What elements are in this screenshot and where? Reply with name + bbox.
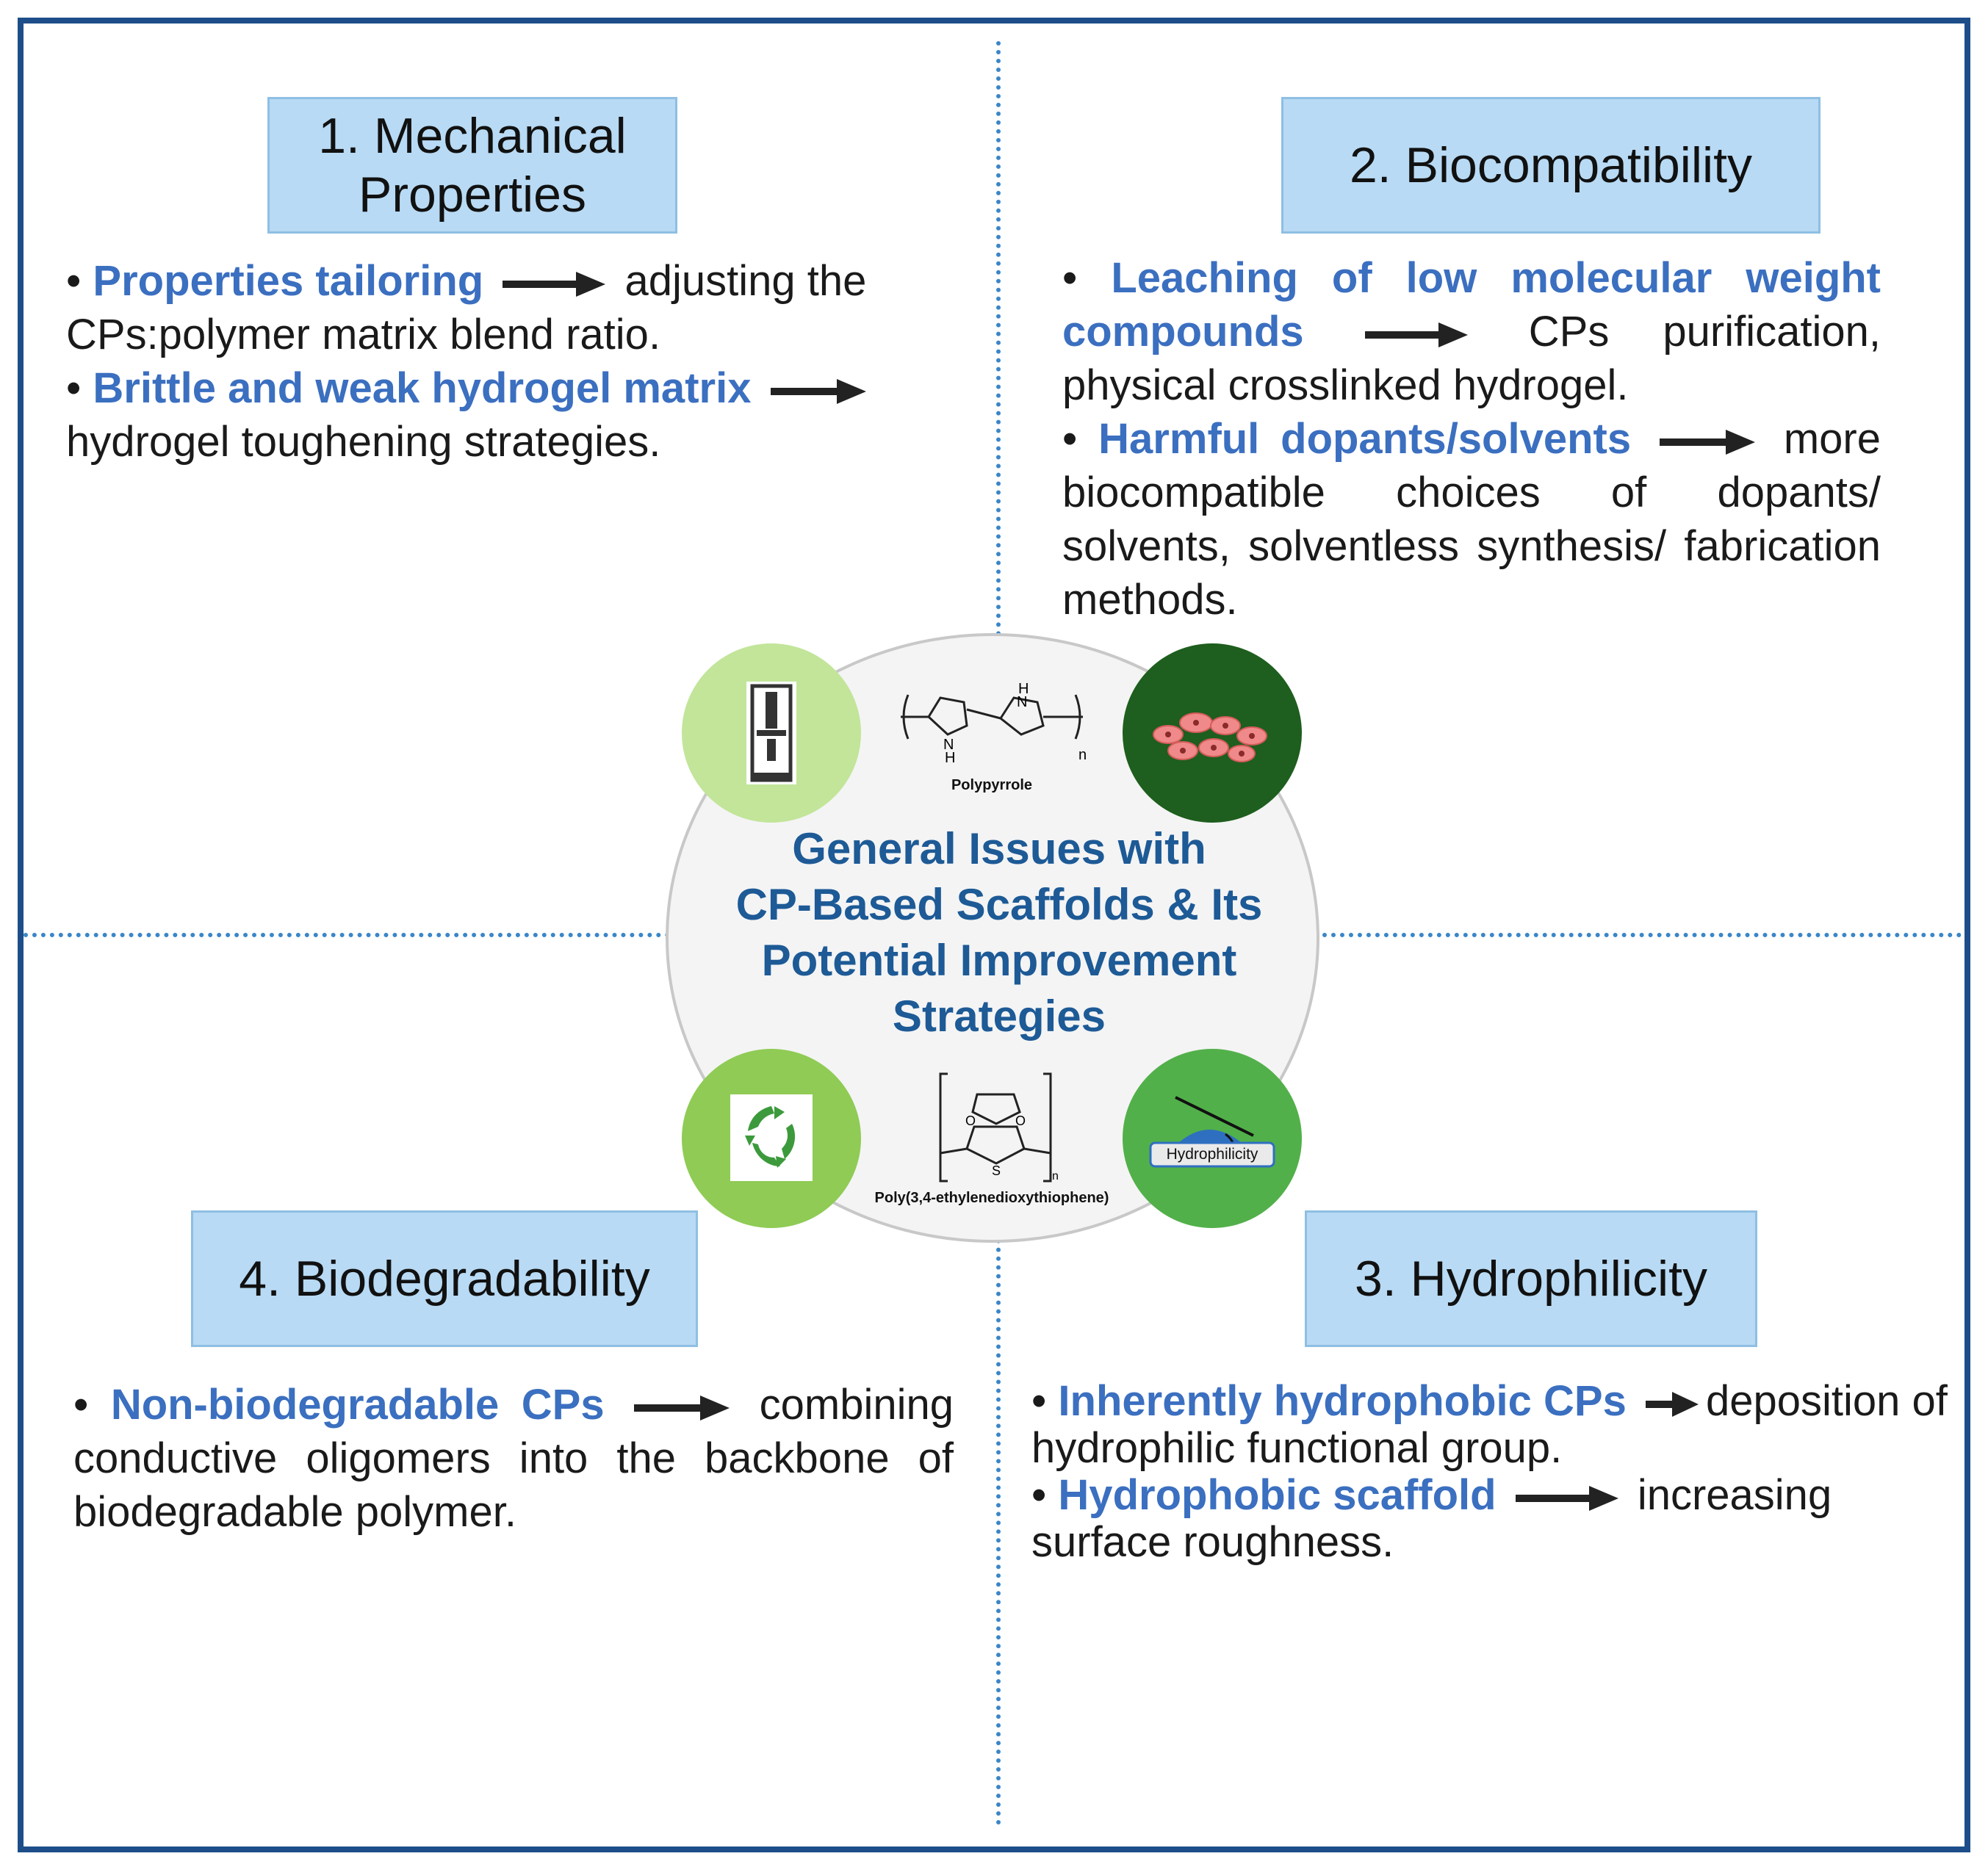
svg-text:O: O — [1015, 1113, 1026, 1128]
q1-text: • Properties tailoring adjusting the CPs… — [66, 254, 918, 469]
mechanical-badge — [682, 643, 861, 823]
horizontal-divider-left — [24, 933, 670, 937]
q4-issue-1: Non-biodegradable CPs — [110, 1381, 605, 1429]
q2-text: • Leaching of low molecular weight compo… — [1062, 251, 1881, 627]
right-arrow-icon — [1364, 322, 1468, 347]
q1-title-line1: 1. Mechanical — [318, 108, 627, 164]
svg-text:n: n — [1078, 747, 1087, 763]
q2-solution-2: more biocompatible choices of dopants/ s… — [1062, 415, 1881, 624]
biocompatibility-badge — [1123, 643, 1302, 823]
tensile-tester-icon — [746, 682, 796, 784]
q3-solution-2: increasing surface roughness. — [1031, 1471, 1832, 1566]
q3-solution-1: deposition of hydrophilic functional gro… — [1031, 1377, 1948, 1472]
polypyrrole-label: Polypyrrole — [951, 777, 1033, 793]
contact-angle-icon — [1149, 1096, 1275, 1168]
svg-text:S: S — [992, 1163, 1001, 1178]
right-arrow-icon — [770, 378, 866, 404]
q1-issue-2: Brittle and weak hydrogel matrix — [93, 364, 752, 412]
q1-item-1: • Properties tailoring adjusting the CPs… — [66, 257, 867, 358]
svg-text:n: n — [1052, 1170, 1058, 1183]
q2-title-box: 2. Biocompatibility — [1281, 97, 1820, 234]
right-arrow-icon — [1645, 1391, 1699, 1417]
q1-item-2: • Brittle and weak hydrogel matrix hydro… — [66, 361, 918, 469]
q4-text: • Non-biodegradable CPs combining conduc… — [73, 1378, 954, 1539]
q3-item-1: • Inherently hydrophobic CPs deposition … — [1031, 1377, 1948, 1472]
svg-text:H: H — [1018, 681, 1029, 697]
right-arrow-icon — [1515, 1485, 1618, 1511]
svg-text:N: N — [943, 737, 954, 753]
polypyrrole-structure: N H H N n — [896, 680, 1087, 772]
q3-text: • Inherently hydrophobic CPs deposition … — [1031, 1378, 1950, 1566]
right-arrow-icon — [503, 271, 606, 297]
q3-title: 3. Hydrophilicity — [1355, 1251, 1707, 1307]
recycle-leaves-icon — [730, 1094, 813, 1181]
central-title: General Issues with CP-Based Scaffolds &… — [691, 821, 1308, 1044]
q3-issue-2: Hydrophobic scaffold — [1058, 1471, 1497, 1519]
right-arrow-icon — [634, 1395, 730, 1420]
central-title-line-4: Strategies — [892, 992, 1106, 1041]
q1-title-box: 1. Mechanical Properties — [267, 97, 677, 234]
right-arrow-icon — [1659, 429, 1755, 455]
q2-issue-1: Leaching of low molecular weight compoun… — [1062, 254, 1881, 355]
pedot-icon: O O S n — [939, 1072, 1059, 1183]
q4-title-box: 4. Biodegradability — [191, 1210, 698, 1347]
biodegradability-badge — [682, 1049, 861, 1228]
q3-issue-1: Inherently hydrophobic CPs — [1058, 1377, 1627, 1425]
hydrophilicity-label: Hydrophilicity — [1166, 1146, 1258, 1163]
svg-text:H: H — [945, 750, 955, 766]
central-title-line-2: CP-Based Scaffolds & Its — [735, 880, 1263, 929]
q4-title: 4. Biodegradability — [239, 1251, 650, 1307]
svg-text:N: N — [1017, 694, 1027, 710]
cells-icon — [1153, 712, 1267, 762]
q1-solution-1: adjusting the CPs:polymer matrix blend r… — [66, 257, 867, 358]
q1-title-line2: Properties — [359, 167, 586, 223]
q1-solution-2: hydrogel toughening strategies. — [66, 418, 661, 466]
q2-item-1: • Leaching of low molecular weight compo… — [1062, 254, 1881, 409]
svg-text:O: O — [965, 1113, 976, 1128]
q2-issue-2: Harmful dopants/solvents — [1098, 415, 1632, 463]
central-title-line-3: Potential Improvement — [761, 936, 1237, 985]
q3-item-2: • Hydrophobic scaffold increasing surfac… — [1031, 1471, 1832, 1566]
polypyrrole-icon: N H H N n — [901, 681, 1087, 766]
q4-item-1: • Non-biodegradable CPs combining conduc… — [73, 1381, 954, 1536]
q2-item-2: • Harmful dopants/solvents more biocompa… — [1062, 415, 1881, 624]
central-title-line-1: General Issues with — [792, 824, 1206, 873]
q1-issue-1: Properties tailoring — [93, 257, 484, 305]
horizontal-divider-right — [1322, 933, 1962, 937]
q3-title-box: 3. Hydrophilicity — [1305, 1210, 1757, 1347]
q4-solution-1: combining conductive oligomers into the … — [73, 1381, 954, 1536]
q2-solution-1: CPs purification, physical crosslinked h… — [1062, 308, 1881, 409]
pedot-structure: O O S n — [933, 1072, 1059, 1186]
outer-frame — [18, 18, 1970, 1852]
pedot-label: Poly(3,4-ethylenedioxythiophene) — [874, 1190, 1109, 1206]
q2-title: 2. Biocompatibility — [1349, 137, 1753, 193]
hydrophilicity-badge: Hydrophilicity — [1123, 1049, 1302, 1228]
